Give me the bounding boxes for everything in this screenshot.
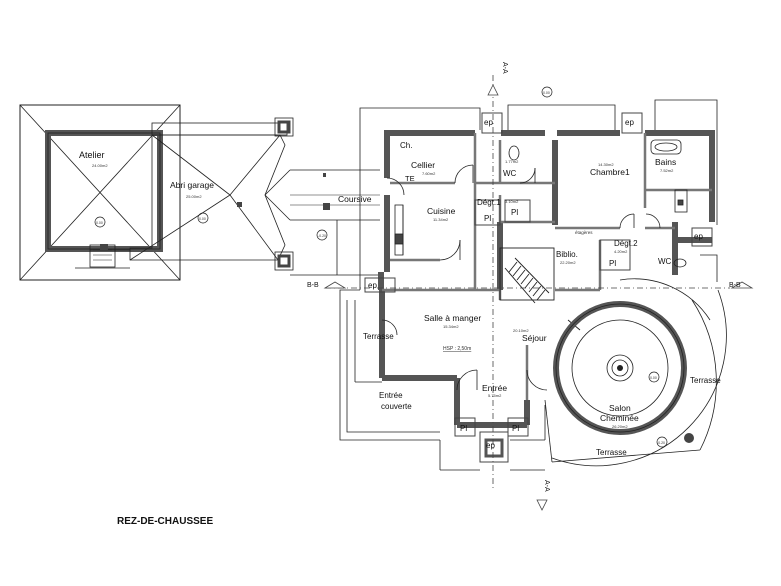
terrasse-south-label: Terrasse bbox=[596, 448, 627, 457]
pl-label-4: Pl bbox=[460, 424, 467, 433]
cellier-label: Cellier bbox=[411, 160, 435, 170]
cuisine-area: 11.34m2 bbox=[433, 217, 449, 222]
bathtub bbox=[650, 139, 682, 155]
biblio-label: Biblio. bbox=[556, 250, 578, 259]
abri-label: Abri garage bbox=[170, 180, 214, 190]
wc2-label: WC bbox=[658, 257, 672, 266]
ep-label-3: ep bbox=[694, 232, 703, 241]
degt1-area: 3.10m2 bbox=[505, 199, 519, 204]
te-label: TE bbox=[405, 174, 415, 183]
kitchen-counter bbox=[394, 204, 404, 256]
ep-label-2: ep bbox=[625, 118, 634, 127]
wc1-label: WC bbox=[503, 169, 517, 178]
biblio-area: 22.20m2 bbox=[560, 260, 576, 265]
doors bbox=[381, 164, 661, 391]
level-markers bbox=[94, 86, 668, 448]
terrace-post bbox=[684, 433, 694, 443]
section-bb-right: B-B bbox=[729, 282, 741, 289]
toilet-2 bbox=[673, 258, 687, 268]
abri-roof-outline bbox=[129, 134, 286, 261]
degt2-area: 4.20m2 bbox=[614, 249, 628, 254]
terrasse-west-label: Terrasse bbox=[363, 332, 394, 341]
ep-label-4: ep bbox=[368, 281, 377, 290]
section-lines bbox=[323, 75, 754, 511]
pl-label-2: Pl bbox=[511, 208, 518, 217]
section-aa-bottom: A-A bbox=[543, 480, 550, 492]
chambre1-label: Chambre1 bbox=[590, 167, 630, 177]
salon-tower bbox=[544, 278, 727, 467]
salon-label-1: Salon bbox=[609, 403, 631, 413]
coursive-label: Coursive bbox=[338, 194, 372, 204]
atelier-area: 24.00m2 bbox=[92, 163, 108, 168]
atelier-door-mark bbox=[100, 244, 108, 250]
atelier-roof-outline bbox=[19, 104, 181, 281]
level-top: 0.00 bbox=[543, 91, 550, 95]
sejour-area: 20.10m2 bbox=[513, 328, 529, 333]
ch-label: Ch. bbox=[400, 141, 412, 150]
salle-area: 15.34m2 bbox=[443, 324, 459, 329]
entree-label: Entrée bbox=[482, 383, 507, 393]
entree-couverte-label-1: Entrée bbox=[379, 391, 403, 400]
level-terrasse: -0.20 bbox=[657, 441, 665, 445]
degt1-label: Dégt.1 bbox=[477, 198, 501, 207]
plan-title: REZ-DE-CHAUSSEE bbox=[117, 516, 213, 527]
chambre1-area: 14.30m2 bbox=[598, 162, 614, 167]
section-bb-left: B-B bbox=[307, 282, 319, 289]
bains-label: Bains bbox=[655, 157, 676, 167]
abri-area: 25.00m2 bbox=[186, 194, 202, 199]
section-aa-top: A-A bbox=[501, 62, 508, 74]
closets bbox=[364, 112, 713, 463]
ep-label-5: ep bbox=[486, 441, 495, 450]
atelier-label: Atelier bbox=[79, 150, 105, 160]
wc1-area: 1.77m2 bbox=[505, 159, 519, 164]
roof-outline bbox=[359, 99, 718, 471]
salon-label-2: Cheminée bbox=[600, 413, 639, 423]
toilet-1 bbox=[508, 145, 520, 161]
terrasse-east-label: Terrasse bbox=[690, 376, 721, 385]
degt2-label: Dégt.2 bbox=[614, 239, 638, 248]
bains-area: 7.52m2 bbox=[660, 168, 674, 173]
level-abri: 0.00 bbox=[199, 217, 206, 221]
fireplace bbox=[606, 354, 634, 382]
hsp-label: HSP : 2,50m bbox=[443, 346, 471, 352]
abri-pillar bbox=[237, 202, 242, 207]
coursive-pillar bbox=[323, 203, 330, 210]
pl-label-3: Pl bbox=[609, 259, 616, 268]
level-salon: 0.00 bbox=[650, 376, 657, 380]
ep-label-1: ep bbox=[484, 118, 493, 127]
level-atelier: 0.00 bbox=[96, 221, 103, 225]
etageres-label: étagères bbox=[575, 230, 593, 235]
terraces-west bbox=[339, 289, 546, 441]
entree-area: 5.75m2 bbox=[488, 393, 502, 398]
level-coursive: -0.20 bbox=[318, 234, 326, 238]
entree-couverte-label-2: couverte bbox=[381, 402, 412, 411]
sejour-label: Séjour bbox=[522, 333, 547, 343]
fixtures bbox=[394, 139, 688, 268]
pl-label-1: Pl bbox=[484, 214, 491, 223]
salle-label: Salle à manger bbox=[424, 313, 481, 323]
outbuilding bbox=[19, 104, 380, 281]
pl-label-5: Pl bbox=[512, 424, 519, 433]
cuisine-label: Cuisine bbox=[427, 206, 456, 216]
main-walls bbox=[378, 130, 715, 428]
salon-area: 26.20m2 bbox=[612, 424, 628, 429]
cellier-area: 7.60m2 bbox=[422, 171, 436, 176]
